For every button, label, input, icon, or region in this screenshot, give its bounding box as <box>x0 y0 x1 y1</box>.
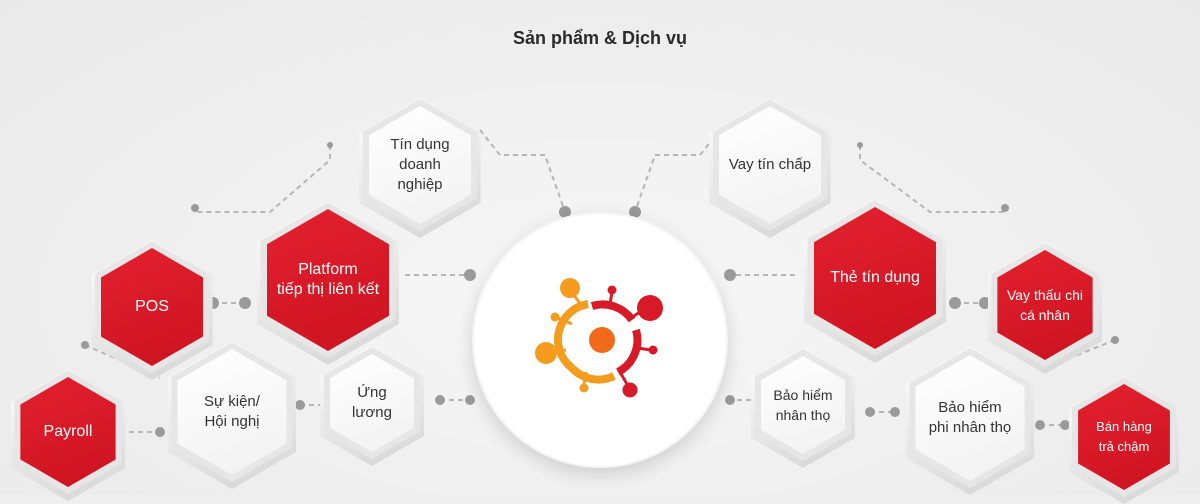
node-label: Tín dụng doanh nghiệp <box>390 136 450 193</box>
node-label: Sự kiện/ Hội nghị <box>204 393 260 430</box>
node-label: Bảo hiểm phi nhân thọ <box>928 399 1012 436</box>
hex-face: Vay thấu chi cá nhân <box>997 250 1093 360</box>
hex-face: Bảo hiểm nhân thọ <box>760 356 846 454</box>
node-label: Bảo hiểm nhân thọ <box>773 387 833 423</box>
node-label: Vay thấu chi cá nhân <box>1006 287 1083 323</box>
node-label: POS <box>135 298 169 315</box>
node-label: Ứng lương <box>352 384 392 421</box>
node-label: Payroll <box>43 423 93 440</box>
node-label: Thẻ tín dụng <box>830 269 920 286</box>
page-title: Sản phẩm & Dịch vụ <box>512 28 688 48</box>
network-logo-icon <box>535 278 663 398</box>
center-logo-circle <box>472 212 728 468</box>
hex-face: Payroll <box>20 377 116 487</box>
node-label: Vay tín chấp <box>728 156 812 173</box>
hex-face: Thẻ tín dụng <box>813 207 937 349</box>
node-label: Bán hàng trả chậm <box>1096 419 1152 454</box>
hex-face: Ứng lương <box>329 354 415 452</box>
node-label: Platform tiếp thị liên kết <box>276 261 380 298</box>
